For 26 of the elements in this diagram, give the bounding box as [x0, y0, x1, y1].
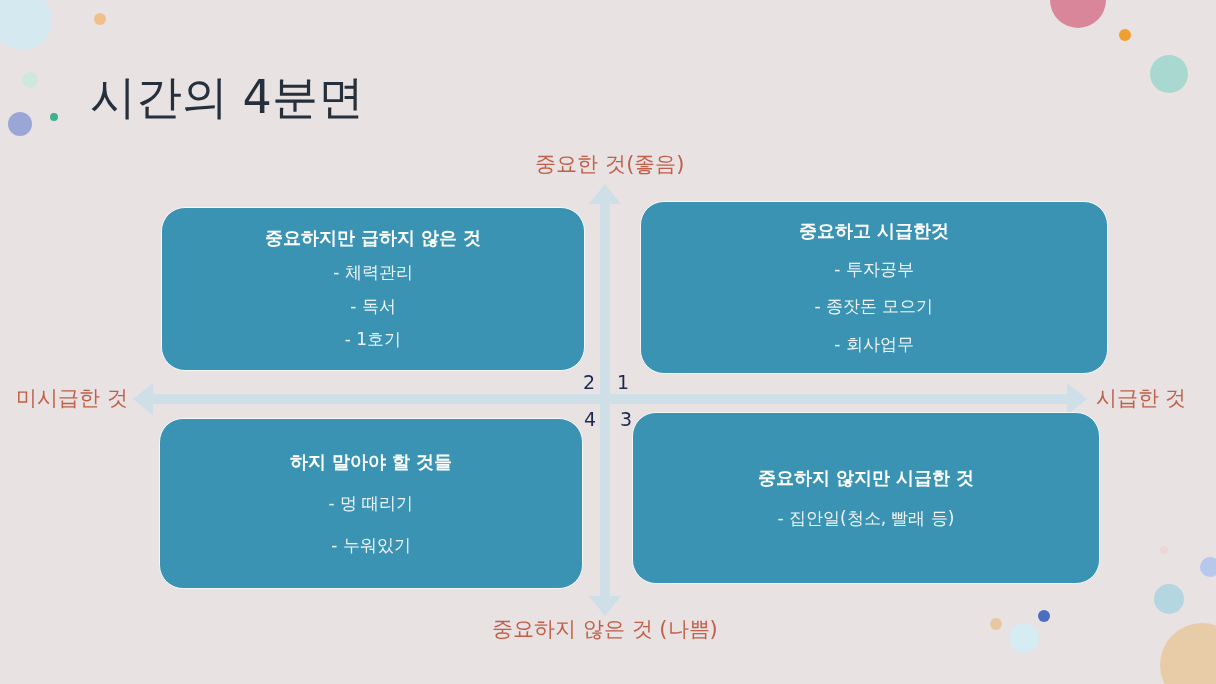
quadrant-number: 3	[619, 408, 633, 430]
quadrant-number: 1	[616, 371, 630, 393]
list-item: - 종잣돈 모으기	[814, 297, 934, 317]
list-item: - 회사업무	[834, 334, 914, 355]
list-item: - 독서	[350, 296, 396, 317]
list-item: - 체력관리	[333, 263, 413, 283]
quadrant-box	[632, 412, 1100, 584]
axis-label: 시급한 것	[1095, 387, 1187, 411]
axis-label: 미시급한 것	[16, 387, 128, 411]
quadrant-box	[159, 418, 583, 589]
list-item: - 집안일(청소, 빨래 등)	[777, 508, 955, 529]
box-heading: 중요하지 않지만 시급한 것	[757, 467, 975, 489]
quadrant-number: 4	[583, 408, 597, 430]
box-heading: 중요하고 시급한것	[798, 220, 950, 242]
quadrant-number: 2	[582, 371, 596, 393]
list-item: - 멍 때리기	[328, 494, 414, 514]
axis-label: 중요한 것(좋음)	[535, 153, 685, 177]
quadrant-box	[161, 207, 585, 371]
slide-title: 시간의 4분면	[90, 72, 364, 123]
list-item: - 누워있기	[331, 535, 411, 556]
list-item: - 1호기	[344, 330, 402, 350]
box-heading: 하지 말아야 할 것들	[289, 451, 453, 473]
quadrant-box	[640, 201, 1108, 374]
axis-label: 중요하지 않은 것 (나쁨)	[492, 618, 718, 642]
box-heading: 중요하지만 급하지 않은 것	[264, 228, 482, 249]
list-item: - 투자공부	[834, 259, 914, 280]
